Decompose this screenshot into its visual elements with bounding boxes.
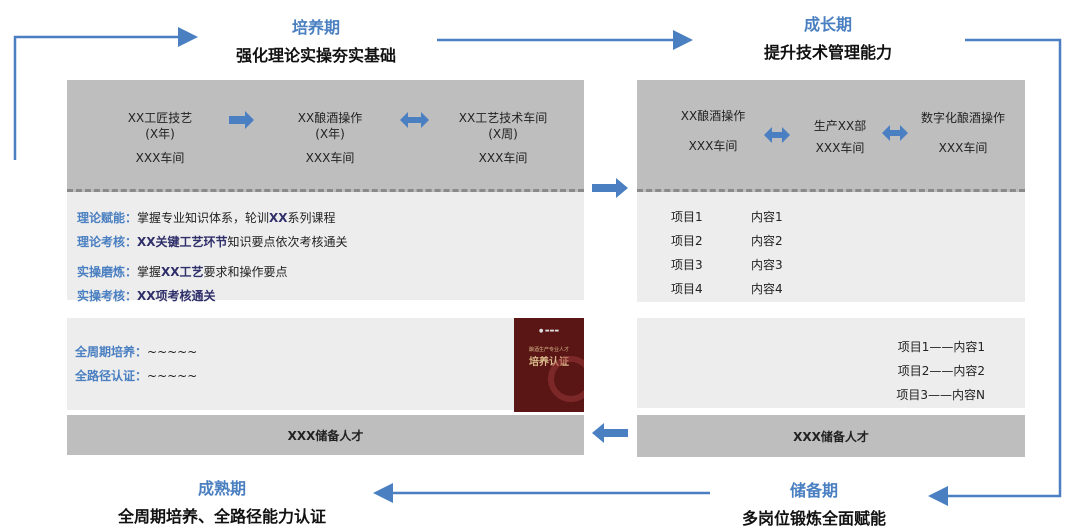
phase-title: 成长期 [803,15,853,34]
left-cert-panel: 全周期培养：~~~~~ 全路径认证：~~~~~ [67,318,584,410]
phase-growth: 成长期提升技术管理能力 [764,11,892,63]
phase-subtitle: 全周期培养、全路径能力认证 [117,507,327,526]
theory-line: 理论赋能：掌握专业知识体系，轮训XX系列课程 [77,211,336,225]
phase-subtitle: 提升技术管理能力 [763,43,893,62]
phase-title: 成熟期 [197,479,247,498]
list-item: 项目1——内容1 [897,340,985,354]
right-reserve-bar: XXX储备人才 [637,415,1025,457]
arrow-right [928,38,1062,506]
certificate-image: ● ▬▬▬ 酿酒生产专业人才 培养认证 [514,318,584,412]
exam-line: 理论考核：XX关键工艺环节知识要点依次考核通关 [77,235,348,249]
right-list-panel: 项目1——内容1 项目2——内容2 项目3——内容N [637,318,1025,408]
path-line: 全路径认证：~~~~~ [75,369,198,383]
arrow-mid-right [592,178,628,198]
rotation-node: XX工匠技艺(X年)XXX车间 [127,111,193,165]
node-arrows [764,125,908,143]
phase-mature: 成熟期全周期培养、全路径能力认证 [118,475,326,527]
list-item: 项目3——内容N [896,388,985,402]
list-item: 项目2——内容2 [897,364,985,378]
arrow-start [13,27,198,160]
phase-cultivate: 培养期强化理论实操夯实基础 [236,14,396,66]
phase-reserve: 储备期多岗位锻炼全面赋能 [742,477,886,529]
phase-title: 储备期 [789,481,839,500]
node-arrows [229,111,429,129]
phase-subtitle: 强化理论实操夯实基础 [235,46,397,65]
left-rotation-panel: XX工匠技艺(X年)XXX车间 XX酿酒操作(X年)XXX车间 XX工艺技术车间… [67,80,584,192]
left-training-panel: 理论赋能：掌握专业知识体系，轮训XX系列课程 理论考核：XX关键工艺环节知识要点… [67,192,584,303]
practice-line: 实操磨炼：掌握XX工艺要求和操作要点 [77,265,288,279]
cycle-line: 全周期培养：~~~~~ [75,345,198,359]
left-reserve-bar: XXX储备人才 [67,415,584,455]
rotation-node: XX酿酒操作(X年)XXX车间 [297,111,363,165]
phase-title: 培养期 [291,18,341,37]
rotation-node: XX工艺技术车间(X周)XXX车间 [458,111,548,165]
practice-exam-line: 实操考核：XX项考核通关 [77,289,216,303]
phase-subtitle: 多岗位锻炼全面赋能 [741,509,887,528]
arrow-mid-left [592,423,628,443]
